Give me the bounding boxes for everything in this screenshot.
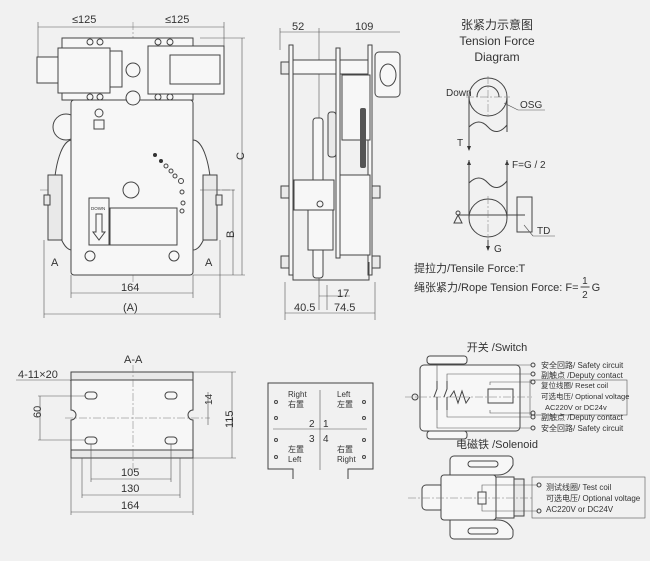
tension-title-cn: 张紧力示意图 — [461, 17, 533, 32]
section-mark-left: A — [51, 257, 59, 269]
tension-title-en-1: Tension Force — [459, 34, 535, 48]
switch-label-1: 副触点 /Deputy contact — [541, 370, 624, 380]
tl-cn: 右置 — [288, 399, 304, 409]
front-view: ≤125 ≤125 DOWN C B 164 (A) A A — [36, 14, 247, 318]
section-a-a: A-A 4-11×20 60 14 115 105 130 164 — [16, 354, 236, 515]
mounting-position-diagram: Right 右置 Left 左置 左置 Left 右置 Right 1 2 3 … — [267, 382, 374, 479]
td-box — [516, 196, 533, 233]
dim-74-5: 74.5 — [334, 302, 355, 314]
switch-label-3: 可选电压/ Optional voltage — [541, 391, 629, 401]
rope-clamp — [293, 179, 335, 211]
solenoid-schematic: 电磁铁 /Solenoid 测试线圈/ Test coil 可选电压/ Opti… — [408, 438, 646, 540]
label-g: G — [494, 244, 502, 255]
side-view: 52 109 17 40.5 74.5 — [279, 21, 401, 320]
section-mark-right: A — [205, 257, 213, 269]
switch-schematic: 开关 /Switch 安全回路/ Safety circuit 副触点 /Dep… — [405, 340, 629, 440]
solenoid-cap — [36, 56, 60, 84]
tension-title-en-2: Diagram — [474, 50, 519, 64]
dim-40-5: 40.5 — [294, 302, 315, 314]
switch-label-4: AC220V or DC24v — [545, 403, 607, 412]
tension-force-diagram: 张紧力示意图 Tension Force Diagram Down OSG T … — [414, 17, 600, 301]
dim-right-top: ≤125 — [165, 14, 189, 26]
br-en: Right — [337, 455, 356, 464]
fraction-denominator: 2 — [582, 290, 588, 301]
tensile-force-text: 提拉力/Tensile Force:T — [414, 261, 526, 275]
dim-164: 164 — [121, 500, 139, 512]
dim-52: 52 — [292, 21, 304, 33]
holes-callout: 4-11×20 — [18, 369, 58, 381]
dim-width: 164 — [121, 282, 139, 294]
solenoid-body — [440, 474, 497, 521]
switch-label-5: 副触点 /Deputy contact — [541, 412, 624, 422]
tr-en: Left — [337, 390, 351, 399]
fraction-g: G — [592, 282, 601, 294]
switch-label-2: 复位线圈/ Reset coil — [541, 380, 608, 390]
pos-2: 2 — [309, 419, 315, 430]
bl-en: Left — [288, 455, 302, 464]
solenoid-title: 电磁铁 /Solenoid — [456, 438, 538, 451]
dim-overall: (A) — [123, 302, 138, 314]
tr-cn: 左置 — [337, 399, 353, 409]
dim-60: 60 — [32, 406, 44, 418]
switch-label-6: 安全回路/ Safety circuit — [541, 423, 624, 433]
solenoid-label-1: 可选电压/ Optional voltage — [546, 493, 641, 503]
dim-14: 14 — [204, 393, 215, 405]
dim-b: B — [225, 231, 237, 238]
pivot-icon — [453, 213, 463, 224]
switch-title: 开关 /Switch — [467, 340, 528, 354]
dim-17: 17 — [337, 288, 349, 300]
br-cn: 右置 — [337, 444, 353, 454]
dim-left-top: ≤125 — [72, 14, 96, 26]
rope-tension-text: 绳张紧力/Rope Tension Force: F= — [414, 280, 579, 294]
mounting-plate — [70, 371, 194, 459]
label-f: F=G / 2 — [512, 160, 546, 171]
solenoid-body — [57, 47, 111, 94]
nameplate — [109, 207, 178, 246]
dim-105: 105 — [121, 467, 139, 479]
direction-text: DOWN — [91, 206, 105, 211]
dim-115: 115 — [224, 410, 236, 428]
dim-109: 109 — [355, 21, 373, 33]
pos-1: 1 — [323, 419, 329, 430]
label-td: TD — [537, 226, 550, 237]
fraction-numerator: 1 — [582, 276, 588, 287]
solenoid-label-0: 测试线圈/ Test coil — [546, 482, 612, 492]
dim-130: 130 — [121, 483, 139, 495]
switch-body — [419, 364, 521, 432]
label-osg: OSG — [520, 100, 542, 111]
section-title: A-A — [124, 354, 143, 366]
solenoid-label-2: AC220V or DC24V — [546, 505, 614, 514]
switch-connector — [374, 51, 401, 98]
pos-4: 4 — [323, 434, 329, 445]
label-down: Down — [446, 88, 472, 99]
tl-en: Right — [288, 390, 307, 399]
dim-c: C — [235, 152, 247, 160]
switch-label-0: 安全回路/ Safety circuit — [541, 360, 624, 370]
pos-3: 3 — [309, 434, 315, 445]
down-arrow-icon — [92, 213, 106, 241]
center-hub — [122, 181, 140, 199]
bl-cn: 左置 — [288, 444, 304, 454]
label-t: T — [457, 138, 463, 149]
